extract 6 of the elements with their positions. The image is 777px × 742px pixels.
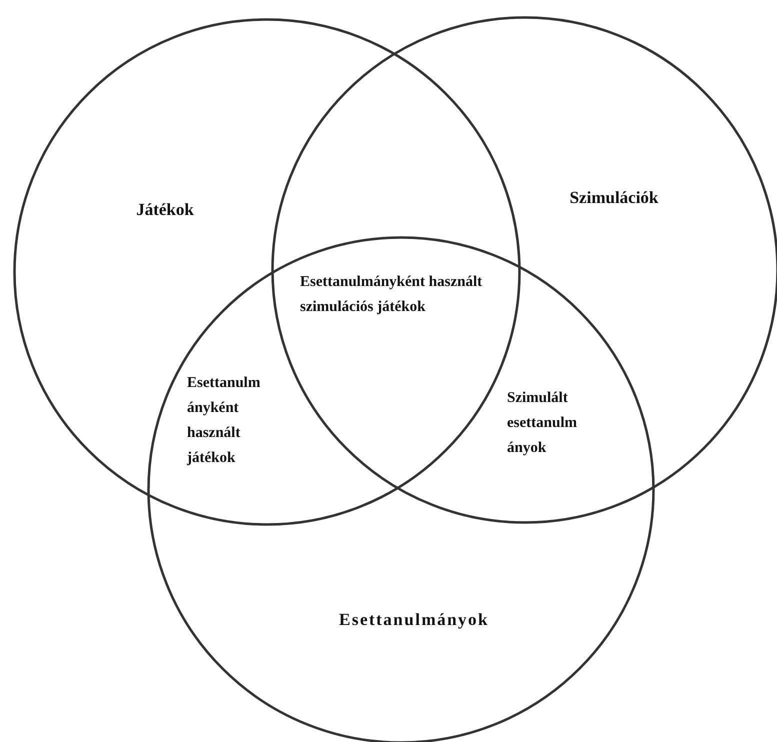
- overlap-label: Esettanulm ányként használt játékok: [187, 374, 262, 468]
- set-label: Szimulációk: [570, 188, 658, 208]
- overlap-label: Esettanulmányként használt szimulációs játékok: [300, 273, 484, 317]
- overlap-label: Szimulált esettanulm ányok: [507, 389, 578, 458]
- set-label: Játékok: [136, 200, 194, 220]
- set-label: Esettanulmányok: [338, 610, 490, 630]
